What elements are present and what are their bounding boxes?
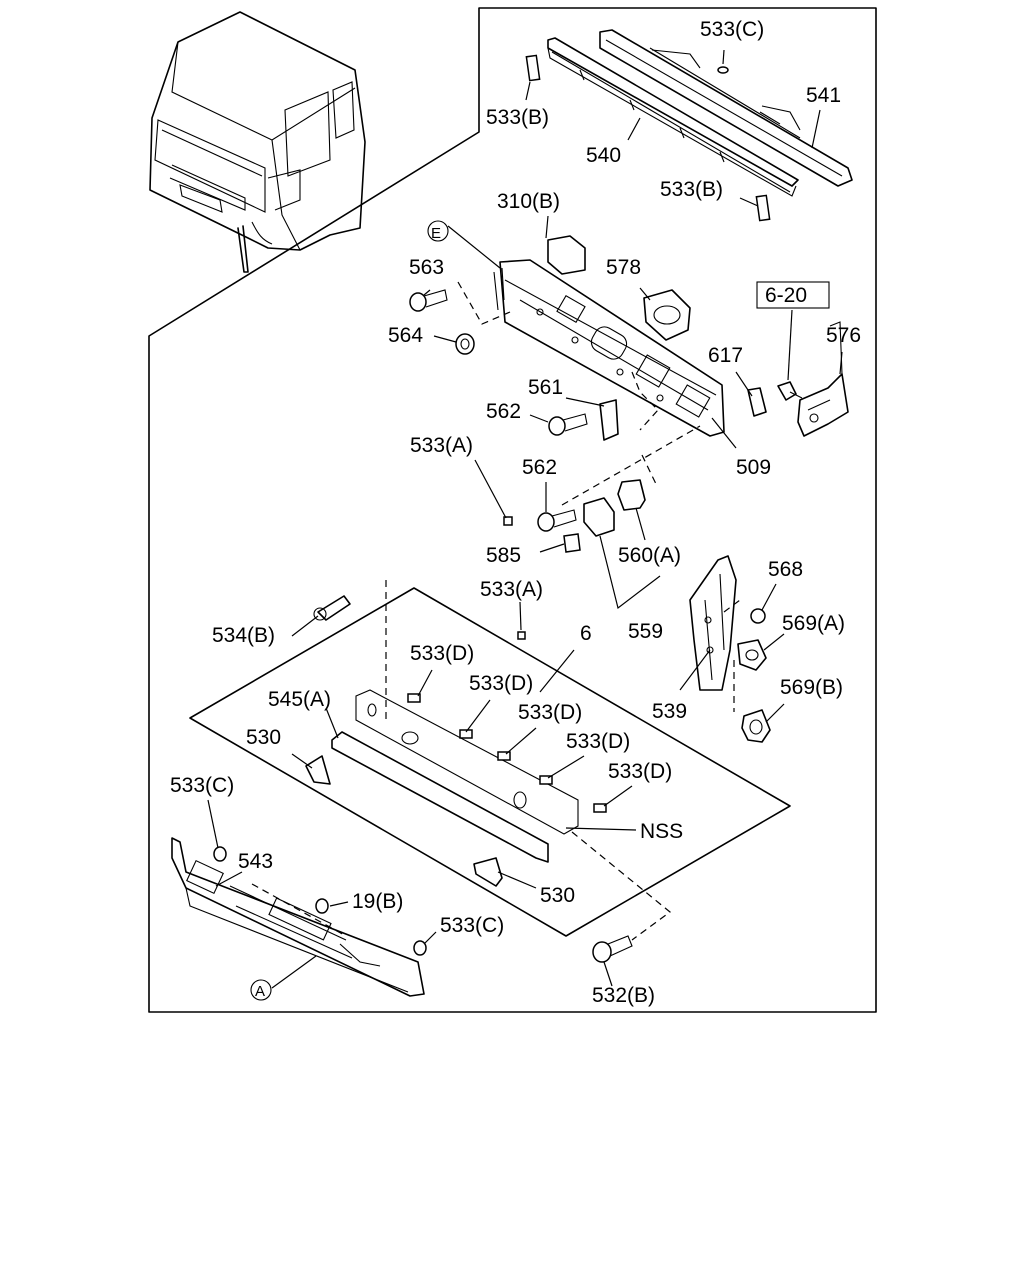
part-533b-left-pad [525,54,541,82]
label-562-lower: 562 [522,456,557,479]
part-561-bracket [599,399,619,441]
part-543-lower-panel [171,837,425,997]
label-nss: NSS [640,820,683,843]
label-532b: 532(B) [592,984,655,1007]
part-533d-4-clip [539,775,553,785]
diagram-frame [148,7,877,1013]
label-533d-3: 533(D) [518,701,582,724]
label-533d-2: 533(D) [469,672,533,695]
part-6-20-screw [777,381,803,401]
label-530-bottom: 530 [540,884,575,907]
label-560a: 560(A) [618,544,681,567]
label-19b: 19(B) [352,890,403,913]
part-533a-upper-pad [503,516,513,526]
label-533a-lower: 533(A) [480,578,543,601]
part-540-rail [547,37,799,197]
label-543: 543 [238,850,273,873]
label-533d-1: 533(D) [410,642,474,665]
label-530-left: 530 [246,726,281,749]
part-562-upper-bolt [548,413,588,436]
label-533d-5: 533(D) [608,760,672,783]
part-560a-seal [583,479,646,537]
part-585-pad [563,533,581,553]
label-585: 585 [486,544,521,567]
part-310b-bracket [547,235,586,275]
label-534b: 534(B) [212,624,275,647]
part-533c-bottom-clip [413,940,427,956]
label-a-marker: A [255,983,265,1000]
part-533a-lower-pad [517,631,526,640]
label-576: 576 [826,324,861,347]
part-563-bolt [409,289,448,312]
label-578: 578 [606,256,641,279]
label-569a: 569(A) [782,612,845,635]
leader-lines [207,49,843,989]
label-561: 561 [528,376,563,399]
label-569b: 569(B) [780,676,843,699]
label-559: 559 [628,620,663,643]
part-530-left-bracket [305,755,331,785]
marker-e-circle [427,220,449,242]
part-564-bushing [455,333,475,355]
label-533c-left: 533(C) [170,774,234,797]
part-533d-3-clip [497,751,511,761]
label-533c-bottom: 533(C) [440,914,504,937]
part-568-bolt [750,608,766,624]
label-562-upper: 562 [486,400,521,423]
label-617: 617 [708,344,743,367]
label-310b: 310(B) [497,190,560,213]
label-e-marker: E [431,225,441,242]
label-533b-right: 533(B) [660,178,723,201]
label-6-20: 6-20 [765,284,807,307]
label-533b-left: 533(B) [486,106,549,129]
truck-cab-illustration [149,11,366,273]
ref-6-20-box [756,281,830,309]
part-19b-clip [315,898,329,914]
part-533d-5-clip [593,803,607,813]
label-563: 563 [409,256,444,279]
part-533d-2-clip [459,729,473,739]
label-545a: 545(A) [268,688,331,711]
part-569b-grommet [741,709,771,743]
label-509: 509 [736,456,771,479]
label-564: 564 [388,324,423,347]
label-6: 6 [580,622,592,645]
label-533d-4: 533(D) [566,730,630,753]
part-509-center-panel [493,259,725,437]
part-562-lower-bolt [537,509,577,532]
label-533c-top: 533(C) [700,18,764,41]
label-541: 541 [806,84,841,107]
part-533b-right-pad [755,194,771,222]
part-533c-left-clip [213,846,227,862]
part-541-rail [599,29,853,187]
part-617-clip [747,387,767,417]
part-534b-clip [313,595,351,621]
part-569a-grommet [737,639,767,671]
part-532b-bolt [592,935,633,963]
marker-a-circle [250,979,272,1001]
label-539: 539 [652,700,687,723]
part-545a-beam [331,689,579,863]
part-530-bottom-bracket [473,857,503,887]
label-568: 568 [768,558,803,581]
part-539-side-bracket [689,555,737,691]
part-533c-top-clip [717,66,729,74]
label-533a-upper: 533(A) [410,434,473,457]
label-540: 540 [586,144,621,167]
part-578-gasket [643,289,691,341]
part-533d-1-clip [407,693,421,703]
assembly-6-outline [189,587,791,937]
